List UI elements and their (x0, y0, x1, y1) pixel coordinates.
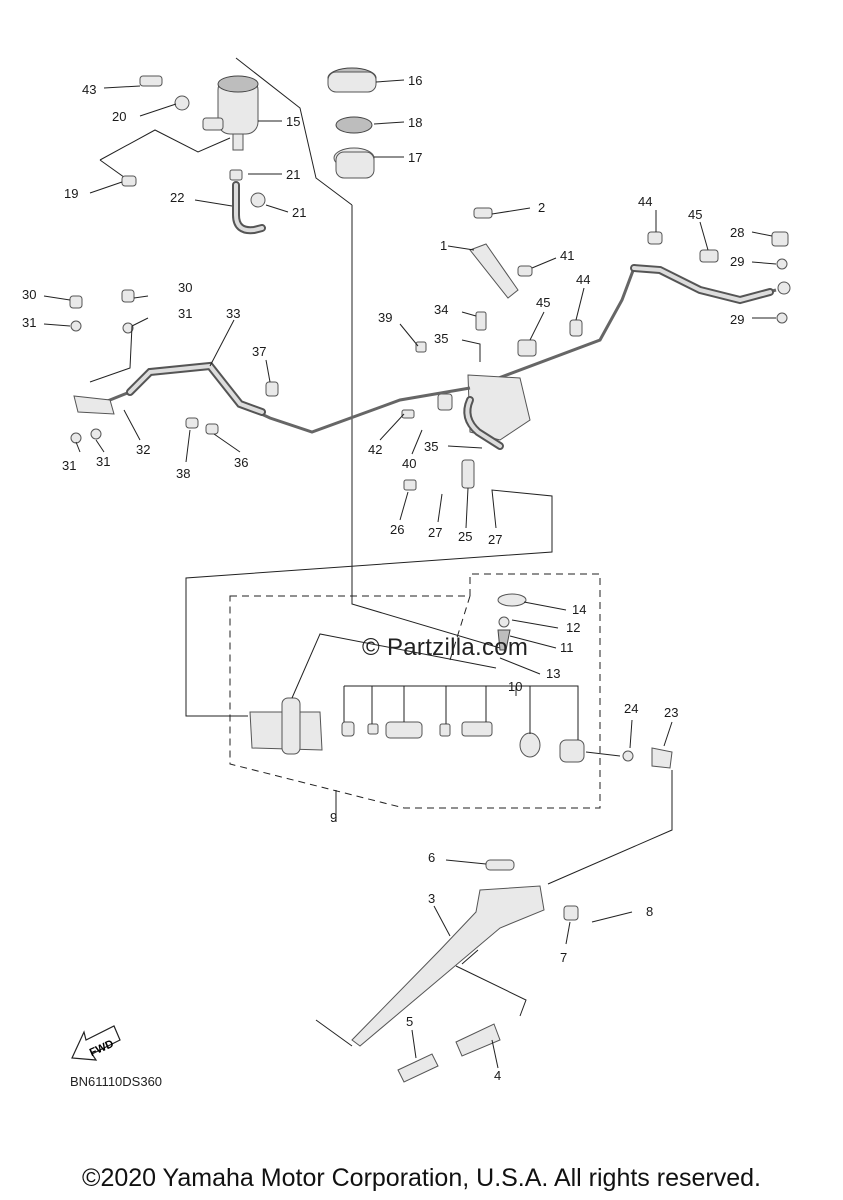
callout-23: 23 (664, 705, 678, 720)
callout-45b: 45 (536, 295, 550, 310)
callout-21b: 21 (292, 205, 306, 220)
callout-19: 19 (64, 186, 78, 201)
callout-20: 20 (112, 109, 126, 124)
watermark: © Partzilla.com (362, 634, 529, 661)
callout-28: 28 (730, 225, 744, 240)
callout-38: 38 (176, 466, 190, 481)
callout-14: 14 (572, 602, 586, 617)
callout-9: 9 (330, 810, 337, 825)
callout-15: 15 (286, 114, 300, 129)
callout-42: 42 (368, 442, 382, 457)
callout-5: 5 (406, 1014, 413, 1029)
callout-13: 13 (546, 666, 560, 681)
document-code: BN61110DS360 (70, 1074, 163, 1089)
fwd-arrow-icon: FWD (71, 1025, 121, 1061)
callout-34: 34 (434, 302, 448, 317)
callout-4: 4 (494, 1068, 501, 1083)
callout-35b: 35 (424, 439, 438, 454)
callout-8: 8 (646, 904, 653, 919)
master-cylinder-kit (229, 573, 673, 822)
callout-3: 3 (428, 891, 435, 906)
callout-17: 17 (408, 150, 422, 165)
callout-26: 26 (390, 522, 404, 537)
callout-33: 33 (226, 306, 240, 321)
callout-36: 36 (234, 455, 248, 470)
callout-41: 41 (560, 248, 574, 263)
callout-30a: 30 (22, 287, 36, 302)
copyright-notice: ©2020 Yamaha Motor Corporation, U.S.A. A… (82, 1164, 761, 1192)
callout-29b: 29 (730, 312, 744, 327)
callout-10: 10 (508, 679, 522, 694)
callout-27a: 27 (428, 525, 442, 540)
reservoir-assembly (89, 57, 405, 235)
hose-route-line (351, 205, 501, 649)
bracket-assembly (447, 207, 557, 299)
callout-24: 24 (624, 701, 638, 716)
callout-32: 32 (136, 442, 150, 457)
callout-25: 25 (458, 529, 472, 544)
callout-40: 40 (402, 456, 416, 471)
callout-45a: 45 (688, 207, 702, 222)
callout-29a: 29 (730, 254, 744, 269)
joint-block (185, 311, 553, 717)
callout-35a: 35 (434, 331, 448, 346)
callout-2: 2 (538, 200, 545, 215)
callout-37: 37 (252, 344, 266, 359)
callout-31d: 31 (96, 454, 110, 469)
callout-31c: 31 (62, 458, 76, 473)
callout-11: 11 (560, 640, 574, 655)
callout-30b: 30 (178, 280, 192, 295)
brake-pipe-right (479, 210, 791, 387)
callout-16: 16 (408, 73, 422, 88)
callout-21a: 21 (286, 167, 300, 182)
callout-31b: 31 (178, 306, 192, 321)
callout-43: 43 (82, 82, 96, 97)
brake-pedal (315, 770, 673, 1083)
callout-27b: 27 (488, 532, 502, 547)
callout-1: 1 (440, 238, 447, 253)
callout-22: 22 (170, 190, 184, 205)
callout-12: 12 (566, 620, 580, 635)
callout-7: 7 (560, 950, 567, 965)
callout-6: 6 (428, 850, 435, 865)
callout-18: 18 (408, 115, 422, 130)
brake-pipe-left (43, 289, 471, 463)
callout-44b: 44 (576, 272, 590, 287)
callout-labels: 43 20 15 16 18 17 19 21 21 22 2 1 41 44 … (22, 73, 744, 1083)
callout-31a: 31 (22, 315, 36, 330)
callout-44a: 44 (638, 194, 652, 209)
callout-39: 39 (378, 310, 392, 325)
